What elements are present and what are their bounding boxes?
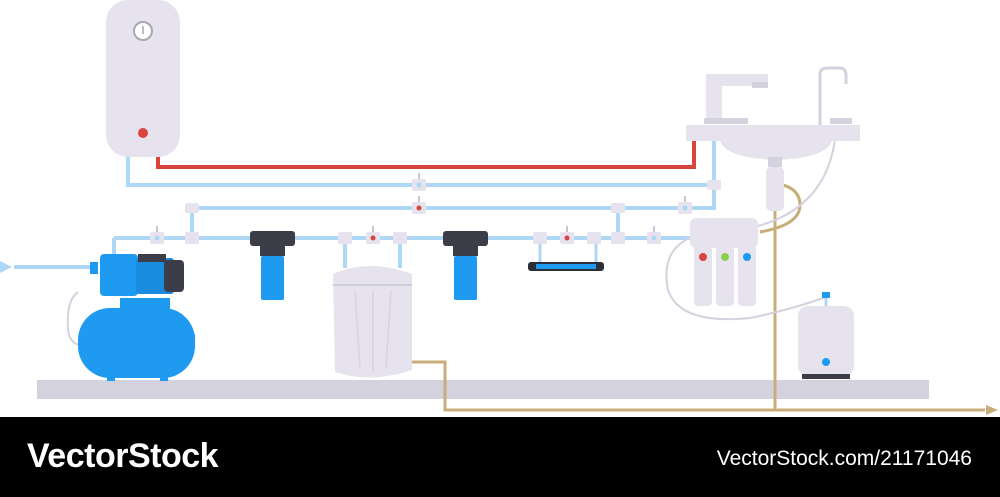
sink — [686, 66, 860, 211]
uv-lamp — [528, 244, 604, 271]
image-credit: VectorStock.com/21171046 — [716, 447, 972, 470]
blue-indicator-icon — [743, 253, 751, 261]
cartridge-filter — [250, 231, 295, 300]
pump-station — [78, 254, 195, 381]
hot-water-pipe — [156, 140, 696, 169]
filter-faucet — [818, 66, 848, 126]
green-indicator-icon — [721, 253, 729, 261]
valve-icon — [678, 196, 692, 214]
pipe-fittings — [185, 180, 721, 244]
vectorstock-logo: VectorStock — [27, 437, 219, 475]
softener-tank — [333, 266, 412, 378]
inlet-arrow — [0, 261, 92, 273]
water-system-diagram — [0, 0, 998, 415]
valve-icon — [560, 226, 574, 244]
floor-shelf — [37, 380, 929, 399]
valves — [150, 173, 692, 244]
valve-icon — [366, 226, 380, 244]
red-indicator-icon — [699, 253, 707, 261]
drain-arrow — [986, 405, 998, 415]
valve-icon — [412, 173, 426, 191]
ro-filter-unit — [690, 218, 758, 306]
storage-tank — [798, 292, 854, 379]
cartridge-filter — [443, 231, 488, 300]
valve-icon — [412, 196, 426, 214]
water-heater — [106, 0, 180, 157]
watermark-bar: VectorStock VectorStock.com/21171046 — [0, 417, 1000, 497]
filter-tubes — [66, 129, 837, 346]
heater-indicator-icon — [138, 128, 148, 138]
valve-icon — [150, 226, 164, 244]
valve-icon — [647, 226, 661, 244]
